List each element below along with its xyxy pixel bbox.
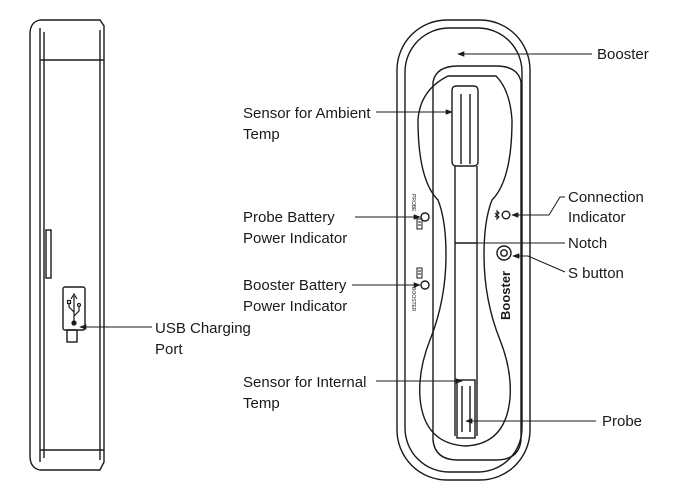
booster-battery-indicator xyxy=(416,267,430,290)
label-internal-line2: Temp xyxy=(243,395,280,412)
label-booster-battery-line2: Power Indicator xyxy=(243,298,347,315)
device-brand: Booster xyxy=(498,271,513,320)
label-probe-battery-line1: Probe Battery xyxy=(243,209,335,226)
side-view xyxy=(29,19,105,471)
callout-labels: Booster Sensor for Ambient Temp Probe Ba… xyxy=(155,46,649,430)
label-ambient-line1: Sensor for Ambient xyxy=(243,105,371,122)
label-connection-line2: Indicator xyxy=(568,209,626,226)
battery-icon xyxy=(416,267,423,279)
label-booster-battery-line1: Booster Battery xyxy=(243,277,347,294)
booster-case-outer xyxy=(396,19,531,481)
probe-outline xyxy=(417,75,513,447)
led-indicator-icon xyxy=(420,280,430,290)
probe-cradle xyxy=(432,65,522,461)
side-view-body xyxy=(29,19,105,471)
bluetooth-icon xyxy=(494,209,500,221)
label-s-button: S button xyxy=(568,265,624,282)
s-button-icon xyxy=(496,245,512,261)
booster-case-inner xyxy=(404,27,523,473)
label-probe: Probe xyxy=(602,413,642,430)
label-usb-line2: Port xyxy=(155,341,183,358)
probe-battery-indicator xyxy=(416,212,430,230)
leader-s-button xyxy=(512,253,566,273)
probe-tip xyxy=(456,379,476,439)
leader-connection xyxy=(511,196,565,218)
label-probe-battery-line2: Power Indicator xyxy=(243,230,347,247)
probe-mark: PROBE xyxy=(410,194,416,212)
side-view-ridge xyxy=(45,229,52,279)
label-connection-line1: Connection xyxy=(568,189,644,206)
s-button xyxy=(496,245,512,261)
led-indicator-icon xyxy=(501,210,511,220)
label-ambient-line2: Temp xyxy=(243,126,280,143)
usb-icon xyxy=(66,292,82,326)
label-booster: Booster xyxy=(597,46,649,63)
leader-lines xyxy=(79,51,596,424)
connection-indicator xyxy=(494,209,511,221)
label-notch: Notch xyxy=(568,235,607,252)
led-indicator-icon xyxy=(420,212,430,222)
battery-icon xyxy=(416,218,423,230)
usb-port-tab xyxy=(66,329,78,343)
probe-handle xyxy=(451,85,479,167)
booster-mark: BOOSTER xyxy=(410,287,416,312)
front-view xyxy=(396,19,531,481)
label-internal-line1: Sensor for Internal xyxy=(243,374,366,391)
label-usb-line1: USB Charging xyxy=(155,320,251,337)
